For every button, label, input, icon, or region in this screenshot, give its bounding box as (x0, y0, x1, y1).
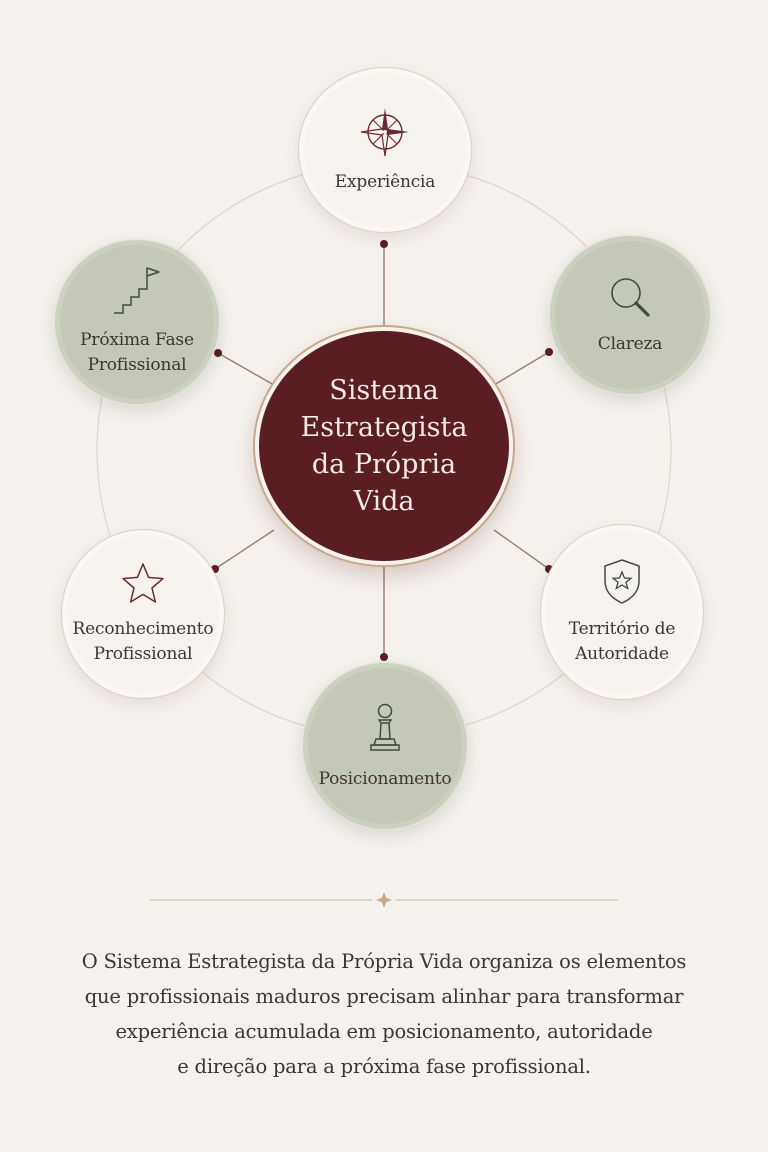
ornament-divider (150, 892, 618, 908)
spoke-dot-clareza (545, 348, 553, 356)
node-label: Posicionamento (318, 768, 452, 789)
description-line: O Sistema Estrategista da Própria Vida o… (81, 950, 687, 973)
node-label: Experiência (334, 171, 436, 192)
node-clareza: Clareza (549, 235, 711, 395)
shield-star-icon (600, 557, 644, 609)
node-territorio: Território de Autoridade (540, 524, 704, 700)
stairs-flag-icon (110, 266, 164, 320)
node-posicionamento: Posicionamento (302, 662, 468, 830)
spoke-dot-experiencia (380, 240, 388, 248)
compass-icon (359, 106, 411, 162)
node-label: Próxima Fase Profissional (80, 330, 194, 375)
chess-pawn-icon (365, 701, 405, 759)
spoke-clareza (493, 351, 550, 386)
description-line: experiência acumulada em posicionamento,… (115, 1020, 653, 1043)
center-title: Sistema Estrategista da Própria Vida (300, 375, 468, 517)
magnifier-icon (605, 274, 655, 324)
node-proxima-fase: Próxima Fase Profissional (54, 239, 220, 405)
spoke-dot-posicionamento (380, 653, 388, 661)
description-line: e direção para a próxima fase profission… (177, 1055, 591, 1078)
spoke-proxima-fase (217, 352, 275, 386)
description-line: que profissionais maduros precisam alinh… (84, 985, 684, 1008)
node-label: Clareza (597, 333, 663, 354)
node-label: Território de Autoridade (568, 619, 676, 664)
spoke-dot-proxima-fase (214, 349, 222, 357)
center-hub: Sistema Estrategista da Própria Vida (259, 331, 509, 561)
diamond-sparkle-icon (376, 892, 392, 908)
spoke-territorio (493, 529, 550, 570)
node-reconhecimento: Reconhecimento Profissional (61, 529, 225, 699)
node-experiencia: Experiência (298, 67, 472, 233)
node-label: Reconhecimento Profissional (72, 619, 214, 664)
spoke-reconhecimento (214, 529, 275, 570)
description-text: O Sistema Estrategista da Própria Vida o… (60, 944, 708, 1084)
system-diagram: Experiência Clareza Território de Autori… (54, 67, 711, 830)
star-icon (120, 561, 166, 609)
